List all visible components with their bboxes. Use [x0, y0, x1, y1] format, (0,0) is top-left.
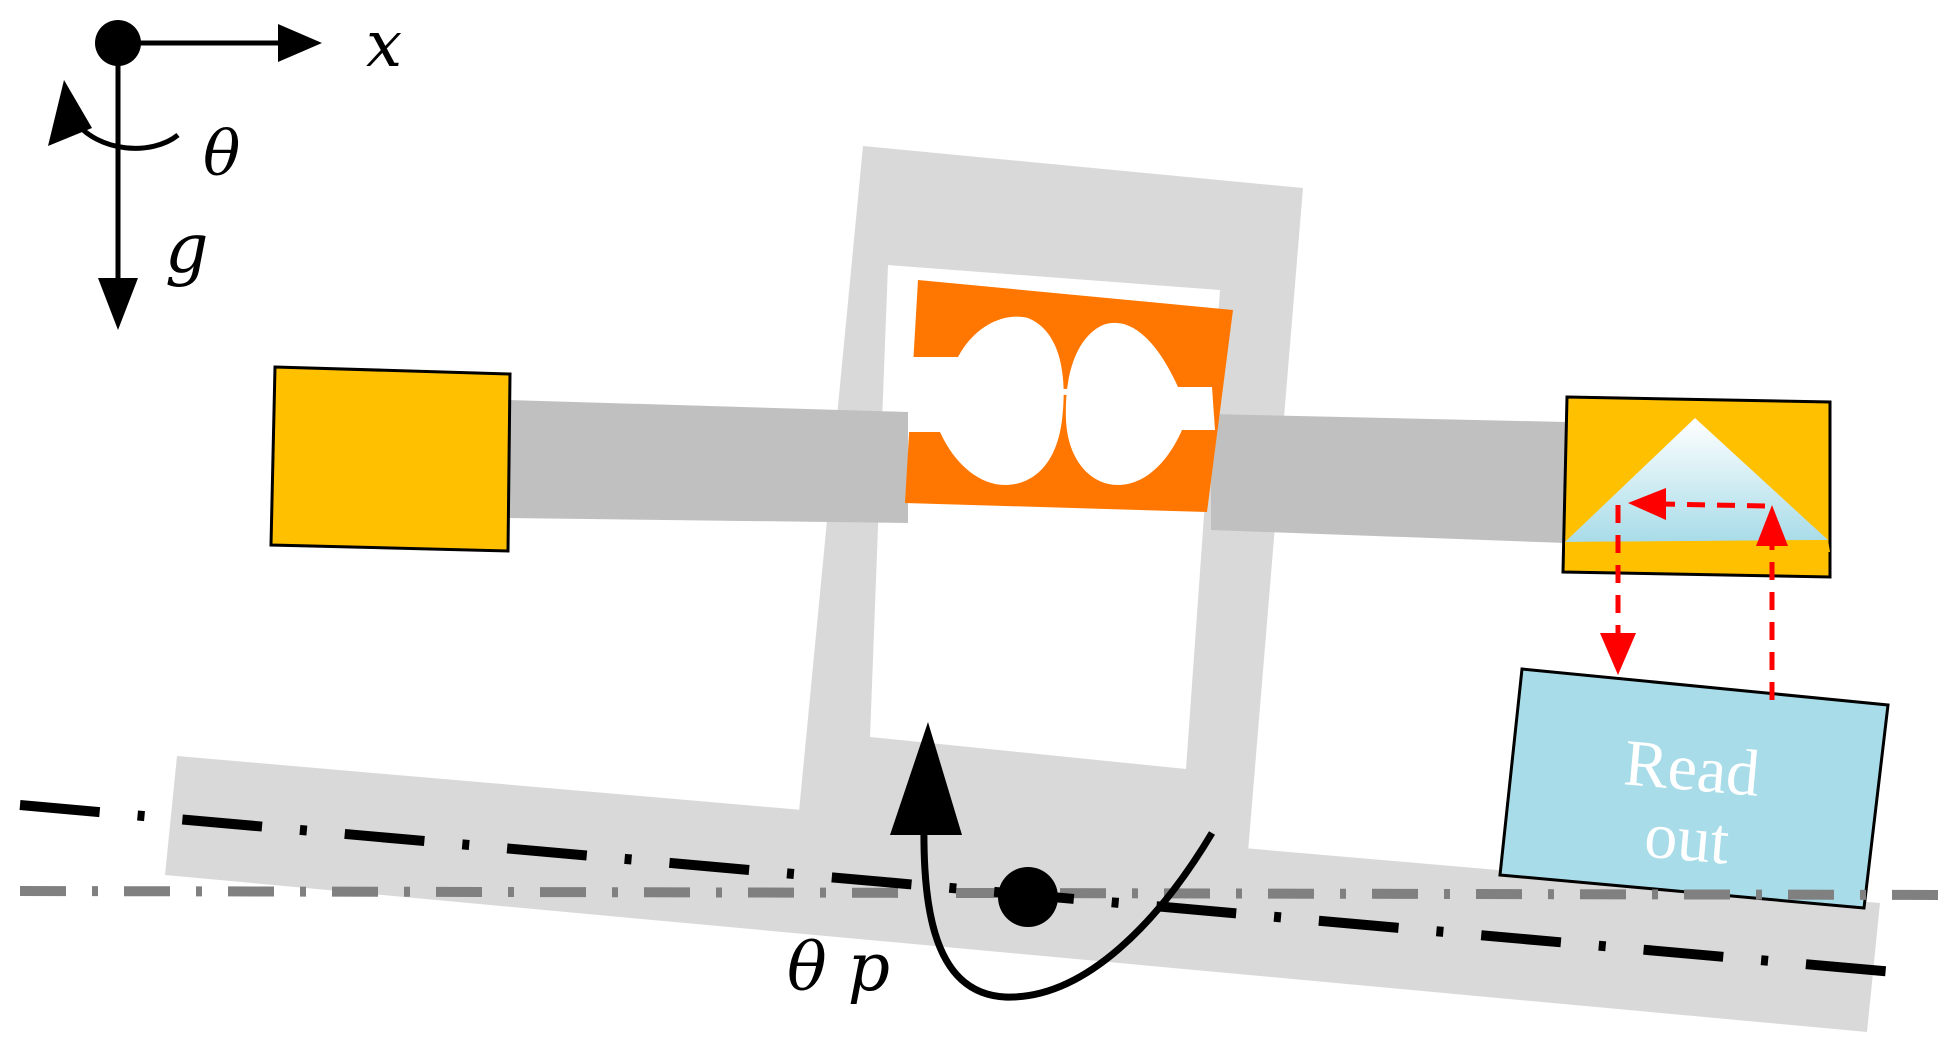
flexure-notch-left: [908, 316, 1064, 485]
g-axis-arrowhead: [98, 278, 138, 330]
support-frame: [798, 146, 1303, 864]
signal-down-arrowhead: [1600, 633, 1636, 675]
signal-across-line: [1659, 501, 1766, 509]
right-beam-arm: [1211, 414, 1566, 543]
signal-left-arrowhead: [1628, 488, 1666, 520]
optical-prism: [1565, 418, 1828, 542]
x-axis-arrowhead: [278, 24, 322, 62]
readout-label-line2: out: [1642, 799, 1732, 879]
left-proof-mass: [269, 365, 512, 553]
theta-p-label: θ p: [787, 929, 890, 1006]
readout-body: [1498, 667, 1890, 910]
optical-signal-path: [1615, 501, 1775, 700]
horizontal-reference-line: [19, 886, 1946, 900]
x-label: x: [366, 8, 402, 82]
readout-label-line1: Read: [1621, 726, 1762, 811]
readout-box: Read out: [1498, 667, 1890, 910]
flexure-notch-right: [1065, 322, 1215, 485]
tilt-arc: [920, 789, 1216, 1001]
left-beam-arm: [508, 400, 908, 523]
tilt-arrowhead: [890, 722, 962, 835]
signal-up-arrowhead: [1756, 505, 1788, 546]
prism-base-band: [1565, 540, 1830, 552]
rotation-arrowhead: [48, 80, 92, 146]
hinge-gap: [957, 388, 1213, 396]
flexure-sensor: [905, 280, 1233, 512]
coordinate-axes: x θ g: [48, 8, 402, 330]
pivot-dot: [998, 867, 1058, 927]
g-label: g: [165, 210, 209, 289]
right-proof-mass: [1561, 395, 1832, 579]
theta-label: θ: [203, 117, 240, 190]
